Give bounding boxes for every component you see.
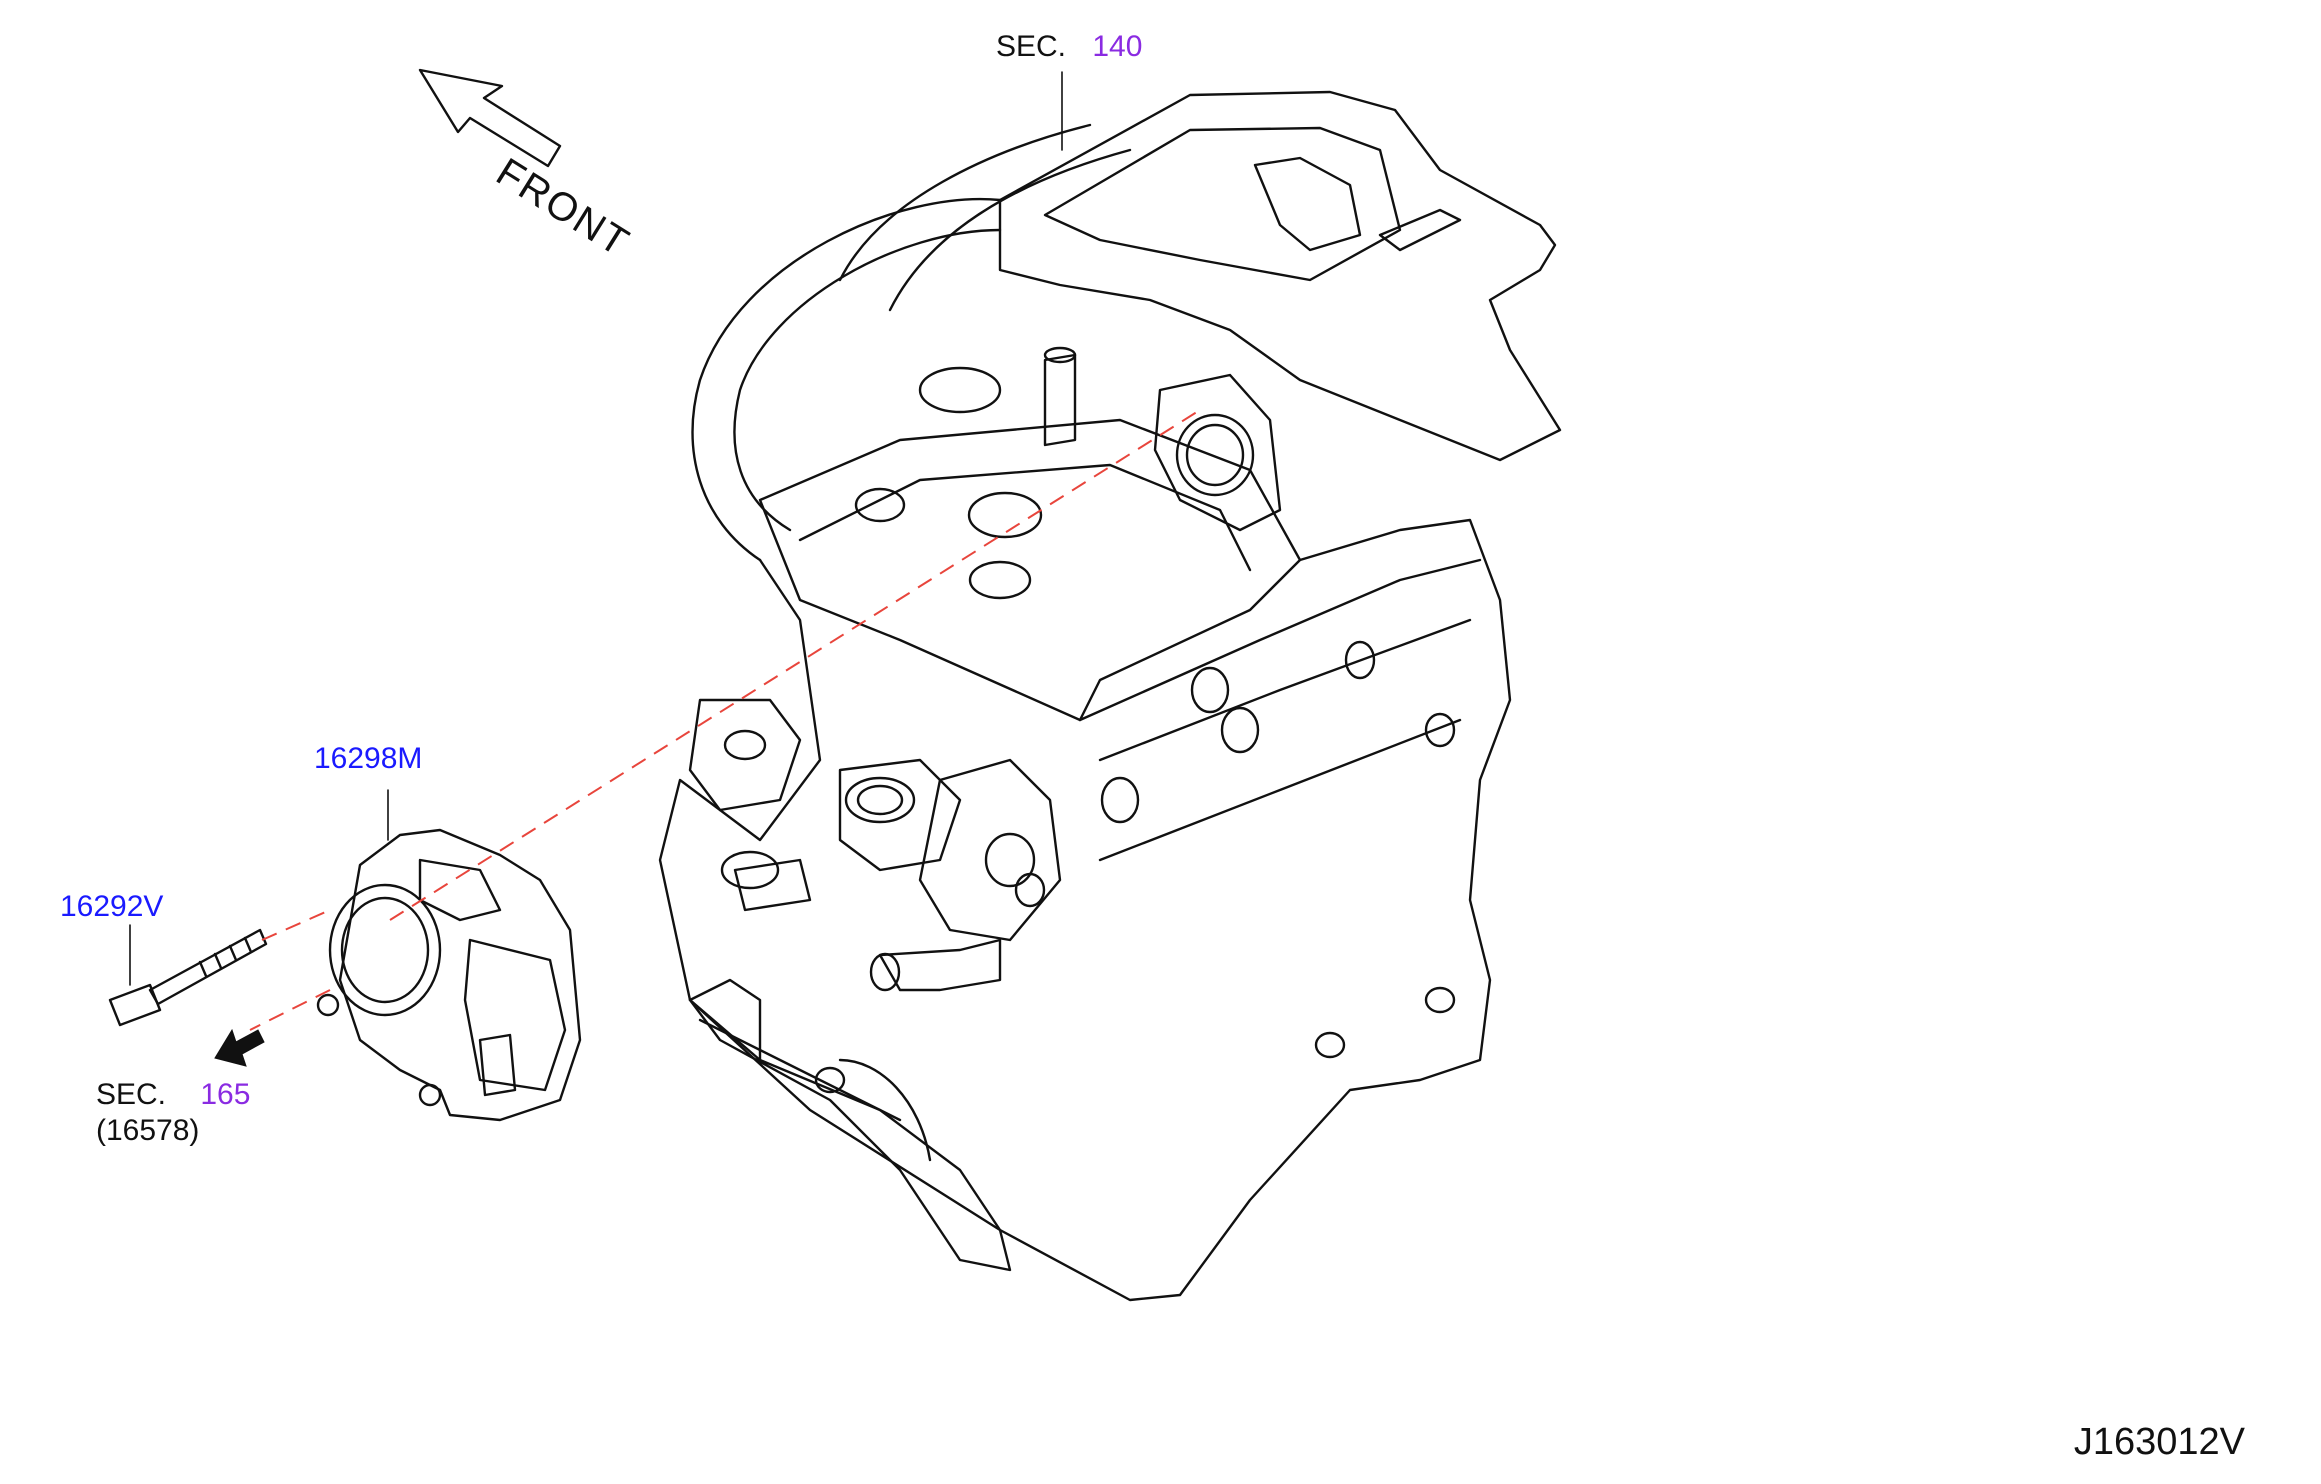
intake-manifold	[998, 90, 1562, 462]
section-sub-number: (16578)	[96, 1114, 200, 1147]
water-outlet	[688, 698, 802, 812]
leader-throttle-to-manifold	[389, 409, 1201, 921]
section-prefix: SEC.	[96, 1078, 167, 1111]
leader-bolt-to-throttle	[261, 909, 331, 941]
engine-block	[658, 518, 1512, 1302]
section-number[interactable]: 165	[200, 1078, 251, 1111]
leader-bolt-to-sec165	[249, 989, 331, 1031]
front-arrow-icon	[418, 68, 562, 168]
bolt	[108, 928, 268, 1027]
timing-cover	[688, 998, 1012, 1272]
diagram-code: J163012V	[2073, 1421, 2245, 1463]
section-label-top: SEC. 140	[996, 30, 1142, 64]
section-number[interactable]: 140	[1092, 30, 1143, 63]
cam-cover	[758, 418, 1302, 722]
throttle-body	[316, 828, 582, 1122]
part-number-bolt[interactable]: 16292V	[60, 890, 164, 923]
direction-arrow-icon	[214, 1028, 265, 1067]
section-label-bottom: SEC. 165	[96, 1078, 250, 1112]
part-number-throttle-body[interactable]: 16298M	[314, 742, 423, 775]
intake-runner	[691, 197, 1002, 562]
section-prefix: SEC.	[996, 30, 1067, 63]
water-pipe	[878, 938, 1002, 992]
